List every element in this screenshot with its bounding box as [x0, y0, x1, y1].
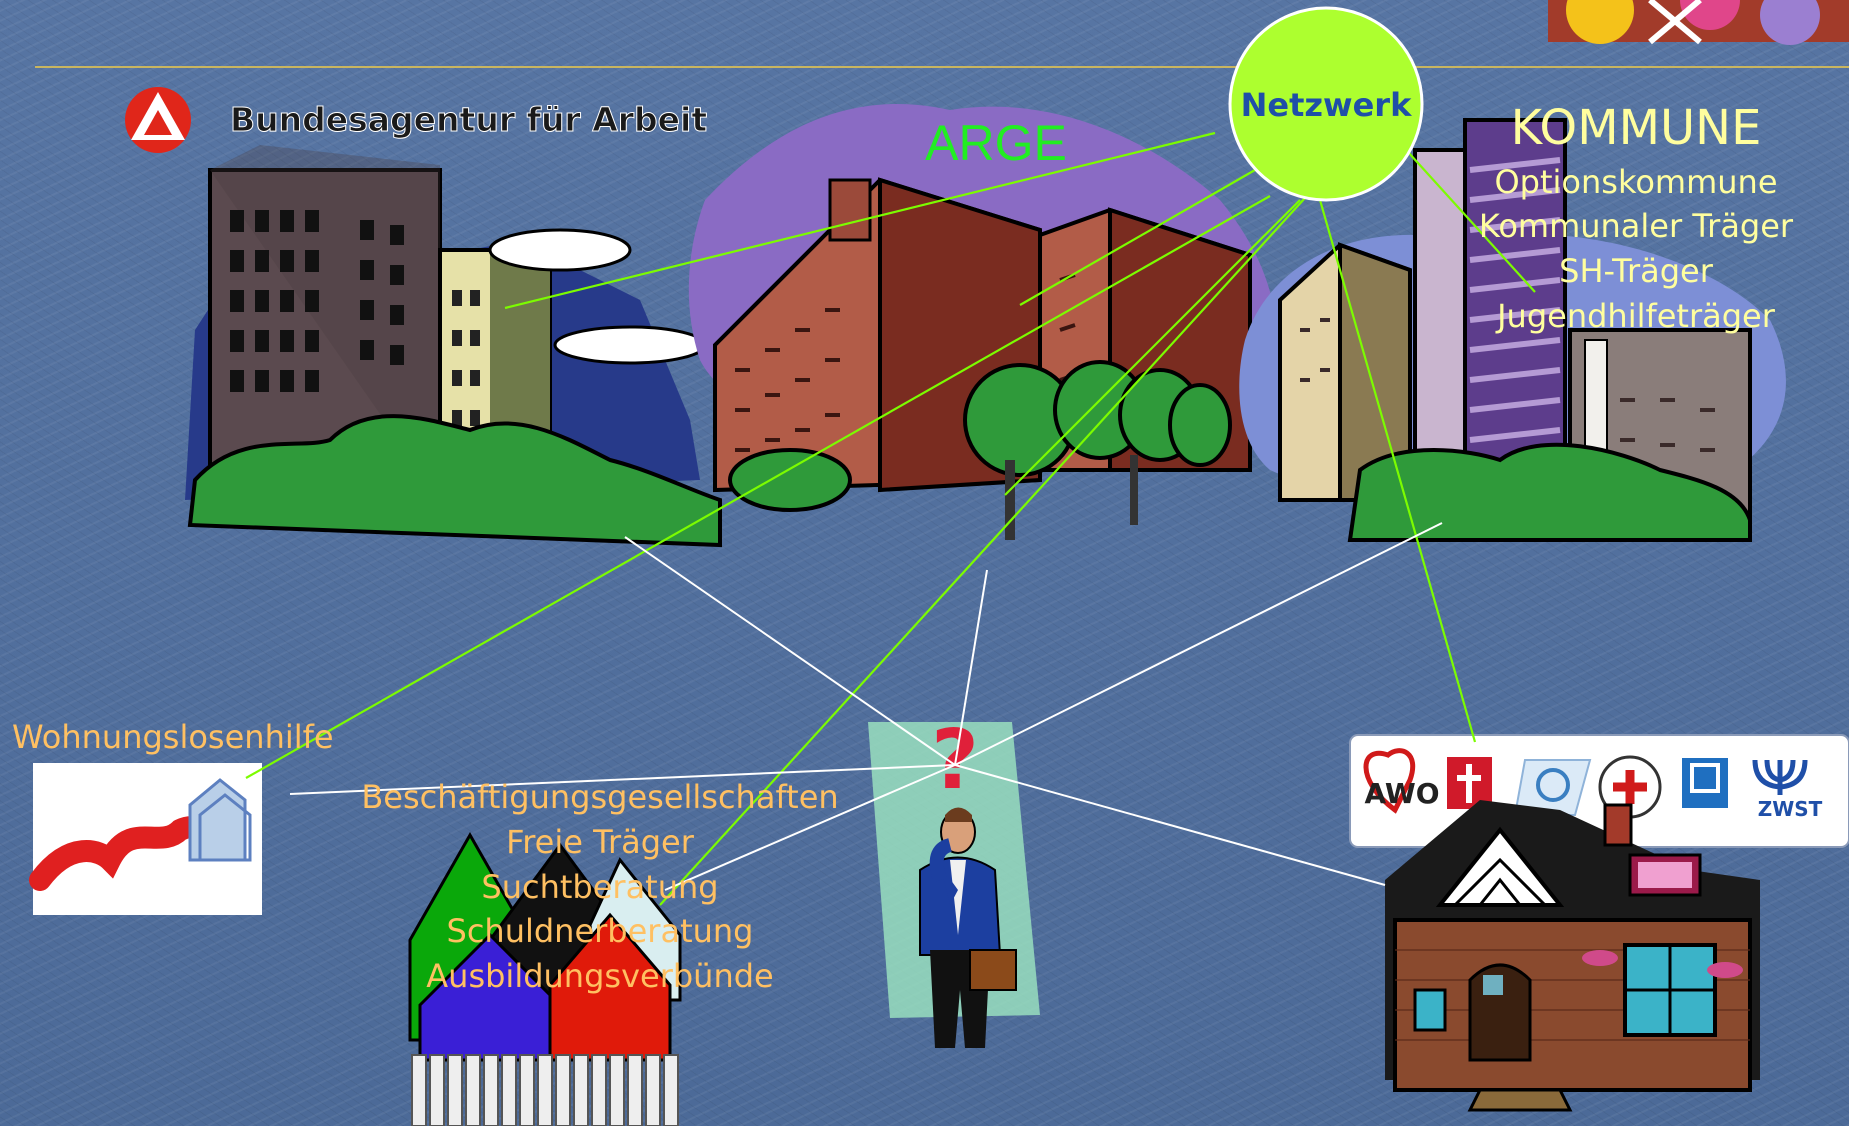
link-center-agency [625, 537, 955, 765]
provider-item: Freie Träger [506, 823, 695, 861]
provider-item: Suchtberatung [481, 868, 718, 906]
provider-item: Schuldnerberatung [447, 912, 754, 950]
homeless-logo [33, 763, 262, 915]
agency-name: Bundesagentur für Arbeit [230, 100, 707, 139]
corner-decoration [1548, 0, 1849, 45]
zwst-logo-text: ZWST [1758, 797, 1823, 821]
arge-label: ARGE [925, 115, 1067, 171]
network-label: Netzwerk [1241, 86, 1412, 124]
provider-item: Ausbildungsverbünde [426, 957, 773, 995]
agency-buildings [185, 145, 720, 545]
kommune-item: Kommunaler Träger [1479, 207, 1794, 245]
kommune-title: KOMMUNE [1511, 100, 1762, 156]
kommune-item: Jugendhilfeträger [1495, 297, 1776, 335]
awo-logo-text: AWO [1364, 777, 1439, 810]
homeless-label: Wohnungslosenhilfe [12, 718, 334, 756]
agency-logo-icon [125, 87, 191, 153]
kommune-item: Optionskommune [1494, 163, 1777, 201]
link-center-kommune [955, 523, 1442, 765]
kommune-item: SH-Träger [1559, 252, 1714, 290]
white-links [290, 523, 1442, 890]
provider-item: Beschäftigungsgesellschaften [361, 778, 838, 816]
